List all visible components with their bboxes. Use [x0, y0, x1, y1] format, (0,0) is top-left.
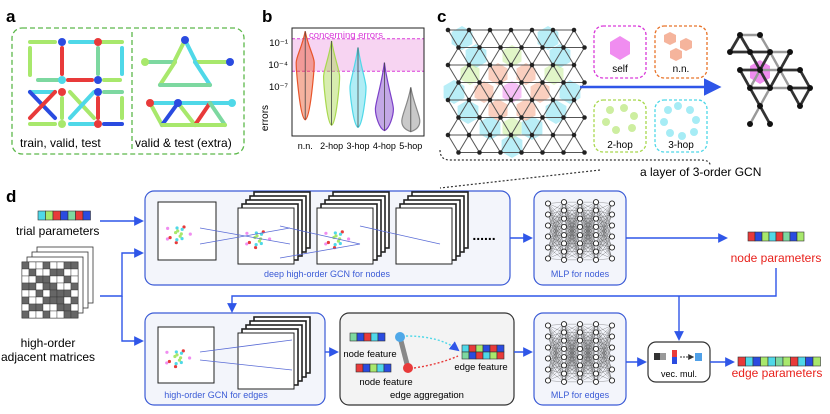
hop2-label: 2-hop: [607, 140, 633, 151]
violin-xtick: n.n.: [298, 141, 313, 151]
trial-parameters-vector: [37, 210, 91, 221]
node-parameters-label: node parameters: [731, 251, 822, 265]
lattice-highlight: [502, 45, 522, 67]
lattice-highlight: [544, 63, 564, 85]
gcn-nodes-layers: [157, 191, 469, 265]
concerning-errors-label: concerning errors: [309, 30, 383, 41]
hop3-box: 3-hop: [654, 99, 708, 153]
lattice-graph-input: [443, 26, 587, 158]
mlp-nodes-label: MLP for nodes: [551, 269, 610, 279]
panel-b-letter: b: [262, 7, 272, 26]
node-feature-label-1: node feature: [343, 349, 396, 360]
edge-aggregation-graphic: [349, 332, 505, 373]
edge-parameters-label: edge parameters: [732, 366, 823, 380]
gcn-nodes-ellipsis: ......: [472, 227, 495, 243]
mlp-nodes-network: [544, 199, 616, 263]
lattice-highlight: [545, 100, 567, 124]
violin-xtick: 2-hop: [320, 141, 343, 151]
adjacent-matrices-icon: [21, 246, 94, 319]
panel-a-left-caption: train, valid, test: [20, 136, 101, 150]
panel-a-graphs: [11, 27, 245, 155]
ytick-3: 10⁻⁷: [269, 82, 289, 93]
lattice-highlight: [502, 81, 522, 103]
panel-c-caption: a layer of 3-order GCN: [640, 165, 761, 179]
mlp-edges-network: [544, 321, 616, 385]
ytick-1: 10⁻¹: [269, 38, 288, 49]
lattice-highlight: [521, 116, 543, 140]
panel-a-right-caption: valid & test (extra): [135, 136, 232, 150]
lattice-graph-output: [727, 32, 813, 127]
violin-xtick: 3-hop: [346, 141, 369, 151]
hop2-box: 2-hop: [593, 99, 647, 153]
violin-xtick: 4-hop: [373, 141, 396, 151]
ytick-2: 10⁻⁴: [268, 60, 288, 71]
adjacent-matrices-label-2: adjacent matrices: [1, 350, 95, 364]
adjacent-matrices-label-1: high-order: [21, 336, 76, 350]
trial-parameters-label: trial parameters: [16, 224, 99, 238]
node-feature-label-2: node feature: [359, 377, 412, 388]
flow-arrows: [100, 216, 777, 367]
vec-mul-graphic: [654, 350, 702, 364]
panel-a-frame: [11, 27, 245, 155]
gcn-edges-layers: [157, 316, 311, 390]
panel-c-letter: c: [437, 7, 446, 26]
gcn-edges-label: high-order GCN for edges: [164, 390, 268, 400]
panel-c-bracket: [439, 149, 711, 166]
nn-label: n.n.: [673, 64, 690, 75]
edge-feature-label: edge feature: [454, 362, 507, 373]
lattice-highlight: [516, 63, 536, 85]
lattice-highlight: [502, 117, 522, 139]
gcn-nodes-label: deep high-order GCN for nodes: [264, 269, 391, 279]
hop3-label: 3-hop: [668, 140, 694, 151]
violin-xtick: 5-hop: [399, 141, 422, 151]
node-parameters-vector: [747, 231, 805, 242]
panel-a-letter: a: [6, 7, 16, 26]
violin-plot-frame: [291, 27, 425, 137]
nn-box: n.n.: [654, 25, 708, 79]
vec-mul-label: vec. mul.: [661, 369, 697, 379]
violin-ylabel: errors: [260, 105, 271, 131]
self-label: self: [612, 64, 628, 75]
panel-d-letter: d: [6, 187, 16, 206]
mlp-edges-label: MLP for edges: [551, 390, 610, 400]
self-box: self: [593, 25, 647, 79]
violin-series: [295, 31, 421, 133]
edge-parameters-vector: [737, 356, 821, 367]
lattice-highlight: [479, 116, 501, 140]
zoom-dotted-line: [439, 169, 601, 189]
lattice-highlight: [460, 63, 480, 85]
edge-aggregation-label: edge aggregation: [390, 390, 464, 401]
